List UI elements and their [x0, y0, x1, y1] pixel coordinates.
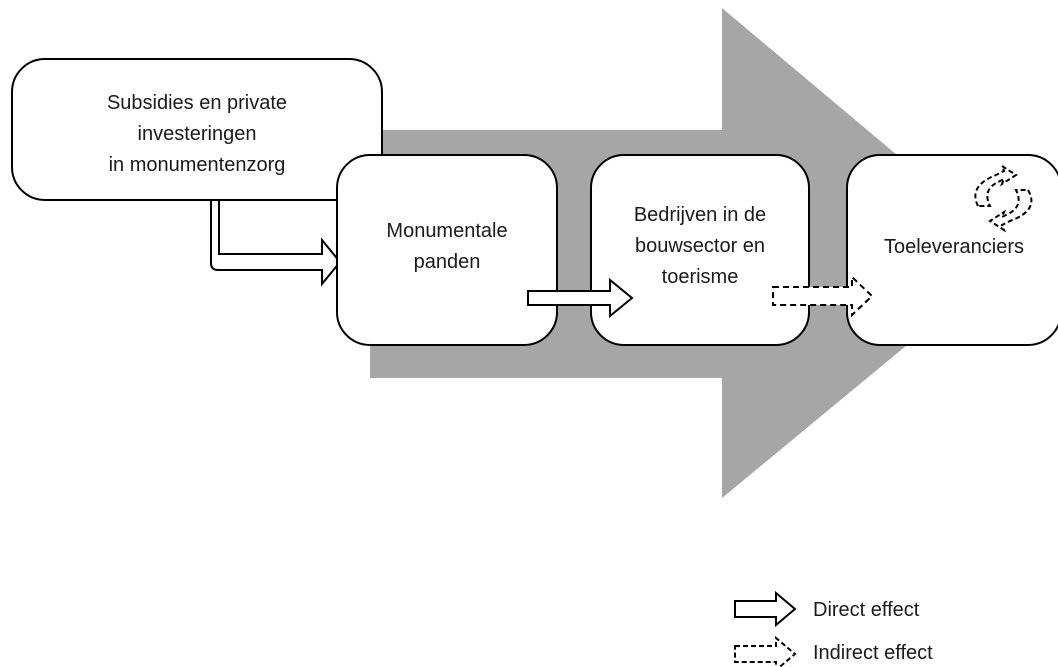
suppliers-box: Toeleveranciers — [846, 154, 1058, 346]
monumental-buildings-label: Monumentale panden — [386, 220, 508, 273]
monumental-buildings-box: Monumentale panden — [336, 154, 558, 346]
suppliers-label: Toeleveranciers — [883, 235, 1025, 258]
subsidies-box: Subsidies en private investeringen in mo… — [11, 58, 383, 201]
businesses-box: Bedrijven in de bouwsector en toerisme — [590, 154, 810, 346]
legend-direct-label: Direct effect — [813, 599, 920, 621]
subsidies-label: Subsidies en private investeringen in mo… — [106, 92, 288, 176]
elbow-direct-arrow — [210, 201, 342, 287]
businesses-label: Bedrijven in de bouwsector en toerisme — [633, 203, 767, 288]
legend-indirect-label: Indirect effect — [813, 642, 933, 664]
